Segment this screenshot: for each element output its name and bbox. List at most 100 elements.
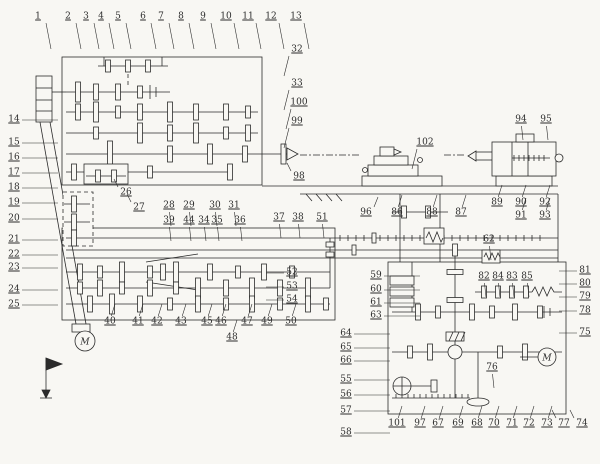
leader-line-6	[150, 22, 157, 50]
spindle-faceplate	[280, 143, 287, 165]
spring-symbol	[483, 251, 501, 262]
leader-line-50	[291, 303, 297, 317]
leader-line-41	[138, 303, 144, 317]
leader-line-3	[93, 22, 100, 50]
leader-line-46	[221, 303, 227, 317]
feed-motor-label: M	[541, 354, 552, 364]
leader-line-99	[283, 127, 290, 149]
rack-pinion	[430, 379, 438, 393]
leader-line-27	[126, 193, 132, 203]
leader-line-11	[255, 22, 262, 50]
leader-line-43	[181, 303, 187, 317]
handle-knob	[362, 167, 368, 173]
leader-line-91	[521, 197, 527, 211]
leader-line-101	[397, 405, 403, 419]
leader-lines	[22, 22, 577, 434]
leader-line-100	[285, 108, 292, 130]
leader-line-5	[125, 22, 132, 50]
main-motor: M	[74, 330, 96, 352]
leader-line-74	[569, 409, 575, 419]
leader-line-98	[286, 162, 292, 172]
headstock-gearbox	[66, 81, 299, 181]
change-gear-train	[62, 191, 94, 247]
leader-line-30	[215, 211, 218, 227]
leader-line-36	[240, 226, 243, 242]
leader-line-102	[411, 148, 418, 170]
leader-line-31	[234, 211, 237, 227]
leader-line-83	[512, 282, 515, 298]
leader-line-38	[298, 223, 301, 239]
tailstock-clamp	[515, 133, 535, 143]
leader-line-47	[247, 303, 253, 317]
leader-line-8	[188, 22, 195, 50]
safety-clutch-spring	[531, 286, 562, 297]
graduated-dial	[466, 397, 490, 407]
leader-line-69	[458, 405, 464, 419]
leader-line-86	[397, 194, 403, 208]
leader-line-73	[547, 405, 553, 419]
leader-line-10	[233, 22, 240, 50]
spring-symbol	[425, 230, 444, 244]
leader-line-40	[110, 303, 116, 317]
leader-line-37	[279, 223, 282, 239]
norton-swing-frame	[145, 253, 199, 291]
feed-gearbox	[66, 253, 330, 315]
tailstock-handwheel	[554, 153, 564, 163]
leader-line-89	[497, 184, 503, 198]
leader-line-76	[492, 373, 495, 389]
leader-line-4	[108, 22, 115, 50]
leader-line-39	[169, 226, 172, 242]
toolpost	[379, 146, 395, 157]
overload-clutch-box	[481, 249, 501, 264]
leader-line-70	[494, 405, 500, 419]
bed-hatching	[305, 193, 343, 202]
limit-flag	[40, 357, 64, 399]
leader-line-44	[189, 226, 192, 242]
leader-line-92	[545, 184, 551, 198]
leader-line-45	[207, 303, 213, 317]
leader-line-62	[489, 245, 492, 261]
worm-wheel	[447, 344, 463, 360]
leader-line-29	[189, 211, 192, 227]
leader-line-71	[512, 405, 518, 419]
main-motor-label: M	[79, 338, 90, 348]
leader-line-97	[420, 405, 426, 419]
leader-line-12	[278, 22, 285, 50]
tailstock-base	[495, 175, 553, 187]
leader-line-13	[303, 22, 310, 50]
leader-line-34	[204, 226, 207, 242]
leader-line-90	[521, 184, 527, 198]
feed-motor: M	[520, 347, 557, 367]
apron-assembly	[389, 243, 562, 407]
machine-outlines	[61, 56, 567, 415]
flag-icon	[45, 357, 64, 371]
tool-tip	[393, 148, 403, 156]
quill-screw-thread	[513, 155, 545, 161]
tailstock-center	[467, 150, 477, 162]
leader-line-77	[551, 409, 557, 419]
leader-line-42	[157, 303, 163, 317]
top-slide	[373, 155, 409, 166]
leader-line-28	[169, 211, 172, 227]
leader-line-95	[546, 125, 549, 141]
reverse-mechanism	[83, 163, 129, 185]
overhead-shaft	[98, 57, 168, 88]
handle-knob	[417, 157, 423, 163]
rod-coupling	[351, 244, 357, 256]
leader-line-1	[45, 22, 52, 50]
leader-line-82	[484, 282, 487, 298]
cross-slide	[367, 164, 419, 177]
leader-line-68	[477, 405, 483, 419]
leader-line-51	[322, 223, 325, 239]
leader-line-7	[168, 22, 175, 50]
leader-line-33	[283, 89, 290, 111]
leader-line-67	[438, 405, 444, 419]
feed-rods	[66, 229, 558, 288]
leader-line-94	[521, 125, 524, 141]
leader-line-2	[75, 22, 82, 50]
leader-line-48	[232, 319, 238, 333]
leader-line-72	[529, 405, 535, 419]
leader-line-35	[217, 226, 220, 242]
